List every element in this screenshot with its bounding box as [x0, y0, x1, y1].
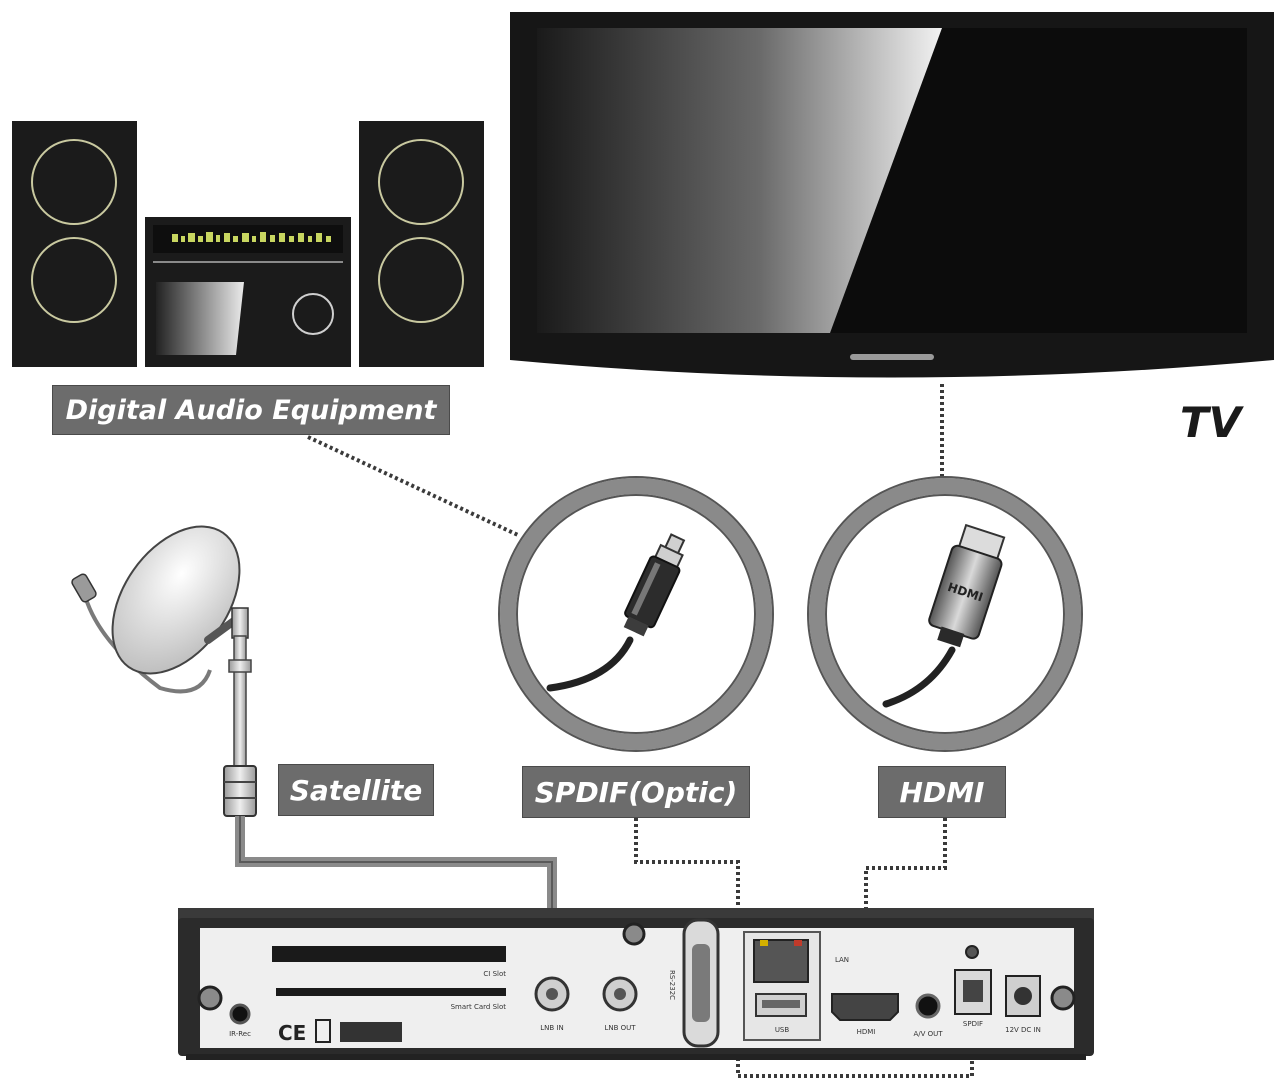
top-screw: [622, 922, 646, 946]
rs232c-label: RS-232C: [668, 970, 676, 1000]
lnb-in-label: LNB IN: [540, 1024, 563, 1032]
hdmi-callout: HDMI: [807, 476, 1083, 752]
tv-label: TV: [1180, 398, 1242, 447]
ci-slot-label: CI Slot: [483, 970, 506, 978]
optical-plug: [623, 533, 686, 637]
dish-pole: [233, 635, 247, 767]
hdmi-plug: HDMI: [928, 523, 1006, 648]
dolby-logo-icon: [340, 1022, 402, 1042]
f-connector: [223, 765, 257, 817]
hdmi-cable: [882, 646, 956, 708]
ce-mark: CE: [278, 1021, 306, 1045]
hdmi-port-label: HDMI: [857, 1028, 876, 1036]
optical-cable: [546, 636, 634, 692]
stereo-system: [12, 121, 484, 367]
tv-logo-light: [850, 354, 934, 360]
spdif-optic-label: SPDIF(Optic): [522, 766, 750, 818]
av-out-label: A/V OUT: [913, 1030, 943, 1038]
satellite-dish: [71, 525, 257, 817]
stereo-cd-tray: [156, 282, 244, 355]
left-speaker-woofer-bottom: [31, 237, 117, 323]
dish-pole-clamp: [228, 659, 252, 673]
lan-port: [753, 939, 809, 983]
dish-mount-head: [231, 607, 249, 639]
receiver-feet: [186, 1054, 1086, 1060]
left-speaker-woofer-top: [31, 139, 117, 225]
right-speaker-woofer-top: [378, 139, 464, 225]
hdmi-port: [831, 993, 899, 1021]
usb-label: USB: [775, 1026, 790, 1034]
ir-rec-jack: [229, 1003, 251, 1025]
right-screw: [1050, 985, 1076, 1011]
lnb-out-label: LNB OUT: [604, 1024, 636, 1032]
lnb-arm: [82, 591, 212, 694]
right-speaker: [359, 121, 484, 367]
audio-to-spdif-path: [307, 435, 521, 538]
spdif-port-label: SPDIF: [963, 1020, 983, 1028]
digital-audio-equipment-label: Digital Audio Equipment: [52, 385, 450, 435]
tv-screen-reflection: [537, 28, 942, 333]
spdif-callout: [498, 476, 774, 752]
left-screw: [197, 985, 223, 1011]
weee-icon: [315, 1019, 331, 1043]
lan-label: LAN: [835, 956, 849, 964]
ci-slot: [272, 946, 506, 962]
small-screw: [965, 945, 979, 959]
smart-card-slot-label: Smart Card Slot: [451, 1003, 507, 1011]
receiver-back-panel: IR-Rec CI Slot Smart Card Slot CE LNB IN…: [178, 908, 1094, 1060]
stereo-volume-knob: [292, 293, 334, 335]
left-speaker: [12, 121, 137, 367]
av-out-jack: [915, 993, 941, 1019]
power-jack: [1005, 975, 1041, 1017]
lnb-head: [71, 573, 97, 603]
hdmi-label: HDMI: [878, 766, 1006, 818]
stereo-display-text: [172, 232, 331, 242]
power-label: 12V DC IN: [1005, 1026, 1041, 1034]
television: [510, 12, 1274, 378]
right-speaker-woofer-bottom: [378, 237, 464, 323]
smart-card-slot: [276, 988, 506, 996]
ir-rec-label: IR-Rec: [229, 1030, 251, 1038]
satellite-label: Satellite: [278, 764, 434, 816]
